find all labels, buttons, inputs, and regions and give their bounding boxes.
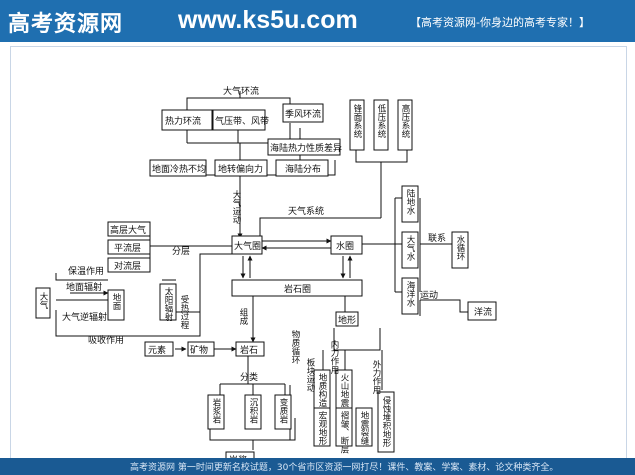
box-uneven-ground-heating: 地面冷热不均 [152,163,206,175]
label-atmospheric-circulation: 大气环流 [223,85,259,97]
label-ground-radiation: 地面辐射 [66,281,102,293]
box-land-water: 陆地水 [405,188,415,214]
box-atmospheric-water: 大气水 [405,234,415,260]
box-coriolis-force: 地转偏向力 [218,163,263,175]
site-url[interactable]: www.ks5u.com [178,6,358,34]
box-hydrosphere: 水圈 [336,240,354,252]
box-troposphere: 对流层 [114,260,141,272]
box-monsoon-circulation: 季风环流 [285,108,321,120]
label-motion: 运动 [420,290,438,301]
label-material-cycle: 物质循环 [290,329,300,365]
box-landform: 地形 [338,314,356,326]
box-low-pressure-system: 低压系统 [376,103,386,139]
label-classification: 分类 [240,371,258,383]
label-composition: 组成 [238,307,248,326]
box-frontal-system: 锋面系统 [352,103,362,139]
label-atmospheric-back-radiation: 大气逆辐射 [62,311,107,323]
box-ground: 地面 [111,292,121,311]
box-solar-radiation: 太阳辐射 [163,286,173,322]
box-macro-landform: 宏观地形 [317,410,327,446]
box-element: 元素 [148,344,166,356]
box-rock: 岩石 [240,344,258,356]
box-igneous-rock: 岩浆岩 [211,397,221,424]
label-external-force: 外力作用 [371,359,381,395]
box-erosion-deposition-landform: 侵蚀堆积地形 [381,395,391,448]
box-metamorphic-rock: 变质岩 [278,397,288,424]
label-internal-force: 内力作用 [329,339,339,375]
label-atmospheric-motion: 大气运动 [231,189,241,225]
box-high-pressure-system: 高压系统 [400,103,410,139]
footer-text: 高考资源网 第一时间更新名校试题，30个省市区资源一网打尽！课件、教案、学案、素… [130,463,559,473]
label-plate-movement: 板块运动 [305,357,315,393]
box-geological-structure: 地质构造 [317,372,327,408]
box-sea-water: 海洋水 [405,280,415,306]
box-upper-atmosphere: 高层大气 [110,224,146,236]
box-fold-fault: 褶皱、断层 [339,410,349,454]
label-insulation: 保温作用 [68,265,104,277]
label-weather-system: 天气系统 [288,205,324,217]
site-logo[interactable]: 高考资源网 [8,11,124,37]
box-atmosphere: 大气圈 [234,240,261,252]
box-atmosphere-side: 大气 [38,291,48,309]
box-earthquake-rift: 地震裂缝 [359,410,369,446]
box-mineral: 矿物 [190,344,208,356]
box-volcano-earthquake: 火山地震 [339,373,349,408]
box-ocean-current: 洋流 [474,306,492,318]
box-thermal-circulation: 热力环流 [165,115,201,127]
label-absorption: 吸收作用 [88,334,124,346]
box-lithosphere: 岩石圈 [284,283,311,295]
footer-bar: 高考资源网 第一时间更新名校试题，30个省市区资源一网打尽！课件、教案、学案、素… [0,458,635,475]
label-heating-process: 受热过程 [179,294,189,330]
box-pressure-wind-belt: 气压带、风带 [215,115,269,127]
box-sea-land-distribution: 海陆分布 [285,163,321,175]
box-sea-land-thermal-diff: 海陆热力性质差异 [270,142,342,154]
box-stratosphere: 平流层 [114,242,141,254]
header-banner: 高考资源网 www.ks5u.com 【高考资源网-你身边的高考专家！】 [0,0,635,42]
site-slogan: 【高考资源网-你身边的高考专家！】 [410,16,590,29]
box-water-cycle: 水循环 [455,234,465,261]
label-layering: 分层 [172,246,190,257]
label-link: 联系 [428,233,446,244]
box-sedimentary-rock: 沉积岩 [248,398,258,424]
